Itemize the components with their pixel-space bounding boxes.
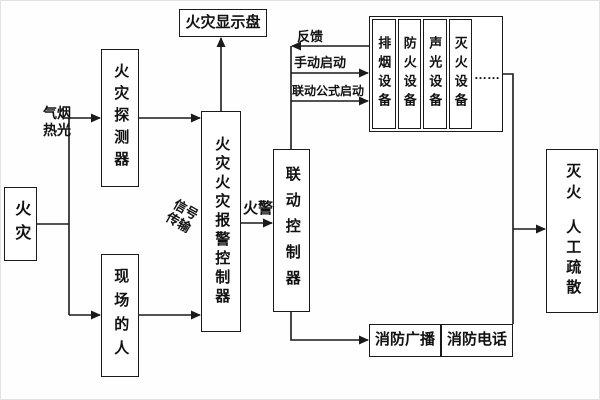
- fire-source-box: 火灾: [4, 187, 37, 261]
- linkage-controller-box: 联动控制器: [273, 149, 310, 312]
- manual-start-label: 手动启动: [294, 55, 347, 70]
- fire-alarm-controller-box: 火灾火灾报警控制器: [201, 111, 241, 332]
- fire-broadcast-box: 消防广播: [369, 324, 441, 357]
- linkage-start-label: 联动公式启动: [292, 84, 365, 98]
- feedback-label: 反馈: [297, 29, 324, 44]
- fire-telephone-box: 消防电话: [441, 324, 513, 357]
- fire-signal-label: 火警: [243, 200, 274, 217]
- site-people-box: 现场的人: [101, 254, 139, 377]
- equipment-sound-light-box: 声光设备: [423, 19, 447, 129]
- fire-display-panel-box: 火灾显示盘: [179, 9, 267, 37]
- stimuli-line2: 热光: [43, 121, 71, 138]
- fire-detector-box: 火灾探测器: [101, 49, 139, 187]
- equipment-more-dots: ……: [474, 66, 500, 82]
- equipment-smoke-box: 排烟设备: [372, 19, 396, 129]
- stimuli-line1: 气烟: [43, 105, 71, 121]
- evacuation-box: 灭火 人工疏散: [546, 149, 598, 313]
- equipment-group: 排烟设备 防火设备 声光设备 灭火设备 ……: [369, 16, 503, 132]
- arrow-to-broadcast: [290, 312, 369, 345]
- stimuli-label: 气烟热光: [39, 105, 75, 138]
- wire-equipment-down: [503, 73, 514, 324]
- evacuation-text: 灭火 人工疏散: [564, 163, 581, 299]
- equipment-fireproof-box: 防火设备: [397, 19, 421, 129]
- evacuation-line1: 灭火: [564, 163, 582, 205]
- equipment-extinguish-box: 灭火设备: [448, 19, 472, 129]
- evacuation-line2: 人工疏散: [564, 219, 582, 299]
